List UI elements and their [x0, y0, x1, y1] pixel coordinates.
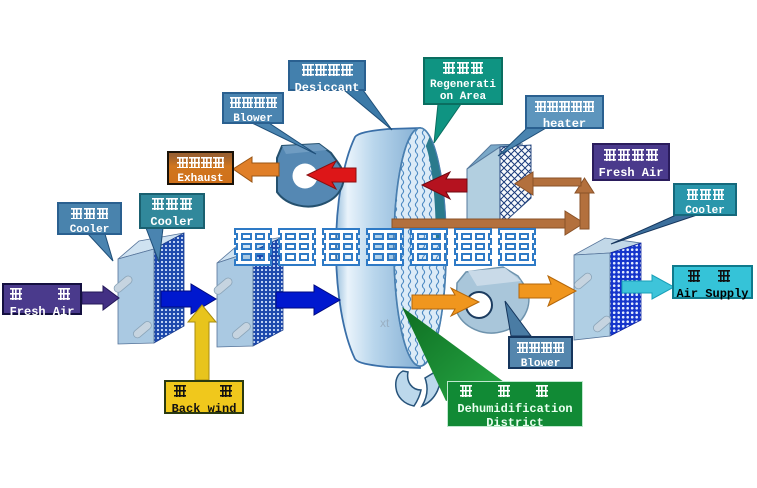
svg-text:xt: xt: [380, 316, 390, 330]
